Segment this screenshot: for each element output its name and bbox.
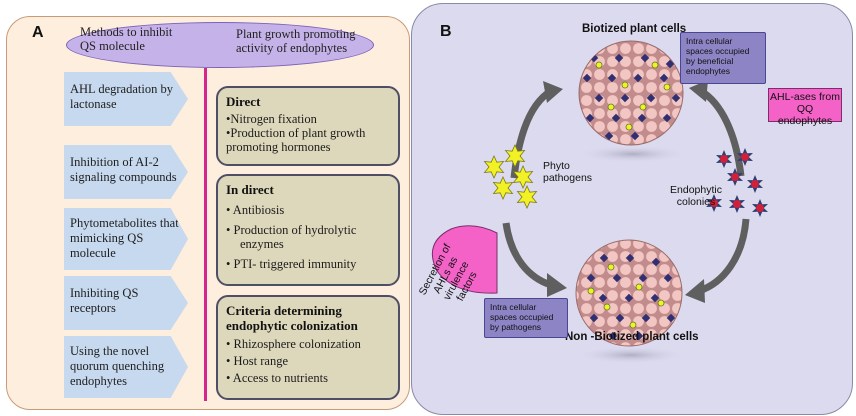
- cell-cluster-bottom: [575, 239, 683, 347]
- panel-b-letter: B: [440, 23, 452, 40]
- endophyte-star-icon: [747, 175, 763, 193]
- biotized-cell-cluster: [578, 40, 684, 146]
- direct-item: •Production of plant growth promoting ho…: [226, 126, 366, 154]
- cell-shadow: [575, 346, 687, 364]
- method-arrow-2: Inhibition of AI-2 signaling compounds: [64, 145, 188, 199]
- ahl-ases-box: AHL-ases from QQ endophytes: [768, 88, 842, 127]
- method-arrow-1: AHL degradation by lactonase: [64, 72, 188, 126]
- endophyte-star-icon: [729, 195, 745, 213]
- method-label-2: Inhibition of AI-2 signaling compounds: [70, 155, 177, 184]
- criteria-item: • Rhizosphere colonization: [226, 337, 361, 351]
- criteria-title: Criteria determining endophytic coloniza…: [226, 303, 358, 333]
- phyto-pathogen-cluster: [483, 144, 538, 209]
- pathogen-star-icon: [504, 144, 526, 168]
- direct-box: Direct •Nitrogen fixation •Production of…: [216, 86, 400, 166]
- arrow-lower-right: [697, 218, 750, 295]
- cycle-diagram: [431, 40, 768, 364]
- header-ellipse: [66, 22, 374, 68]
- header-growth-label: Plant growth promoting activity of endop…: [236, 27, 356, 55]
- arrow-upper-right: [699, 88, 745, 177]
- panel-a-letter: A: [32, 24, 44, 41]
- endophyte-star-icon: [727, 168, 743, 186]
- scroll-beneficial: Intra cellular spaces occupied by benefi…: [680, 32, 766, 84]
- endophyte-star-icon: [706, 194, 722, 212]
- scroll-pathogens: Intra cellular spaces occupied by pathog…: [484, 298, 568, 338]
- indirect-item: • PTI- triggered immunity: [226, 257, 357, 271]
- indirect-title: In direct: [226, 182, 274, 197]
- direct-title: Direct: [226, 94, 261, 109]
- secretion-callout-shape: [431, 225, 498, 294]
- cell-shadow: [577, 145, 689, 163]
- endophyte-star-icon: [737, 148, 753, 166]
- non-biotized-cell-cluster: [575, 239, 683, 347]
- arrowhead: [547, 273, 567, 297]
- criteria-item: • Host range: [226, 354, 288, 368]
- header-methods-label: Methods to inhibit QS molecule: [80, 25, 173, 53]
- method-arrow-5: Using the novel quorum quenching endophy…: [64, 336, 188, 398]
- endophytic-colonies-label: Endophytic colonies: [670, 184, 722, 208]
- biotized-label: Biotized plant cells: [582, 23, 687, 35]
- indirect-item: • Production of hydrolytic enzymes: [226, 223, 357, 251]
- arrowhead: [689, 80, 708, 102]
- phyto-pathogens-label: Phyto pathogens: [543, 160, 593, 184]
- method-label-3: Phytometabolites that mimicking QS molec…: [70, 216, 179, 260]
- arrowhead: [543, 81, 563, 103]
- arrowhead: [685, 279, 705, 303]
- pathogen-star-icon: [492, 176, 514, 200]
- indirect-box: In direct • Antibiosis • Production of h…: [216, 174, 400, 286]
- criteria-item: • Access to nutrients: [226, 371, 328, 385]
- pathogen-star-icon: [516, 185, 538, 209]
- direct-item: •Nitrogen fixation: [226, 112, 317, 126]
- method-arrow-4: Inhibiting QS receptors: [64, 276, 188, 330]
- endophyte-star-icon: [716, 150, 732, 168]
- magenta-divider: [204, 68, 207, 401]
- pathogen-star-icon: [483, 155, 505, 179]
- method-label-5: Using the novel quorum quenching endophy…: [70, 344, 165, 388]
- endophyte-colony-cluster: [706, 148, 768, 217]
- criteria-box: Criteria determining endophytic coloniza…: [216, 295, 400, 400]
- non-biotized-label: Non -Biotized plant cells: [565, 331, 699, 343]
- arrow-lower-left: [502, 222, 553, 289]
- indirect-item: • Antibiosis: [226, 203, 285, 217]
- method-arrow-3: Phytometabolites that mimicking QS molec…: [64, 208, 188, 270]
- method-label-1: AHL degradation by lactonase: [70, 82, 173, 111]
- method-label-4: Inhibiting QS receptors: [70, 286, 139, 315]
- pathogen-star-icon: [512, 165, 534, 189]
- endophyte-star-icon: [752, 199, 768, 217]
